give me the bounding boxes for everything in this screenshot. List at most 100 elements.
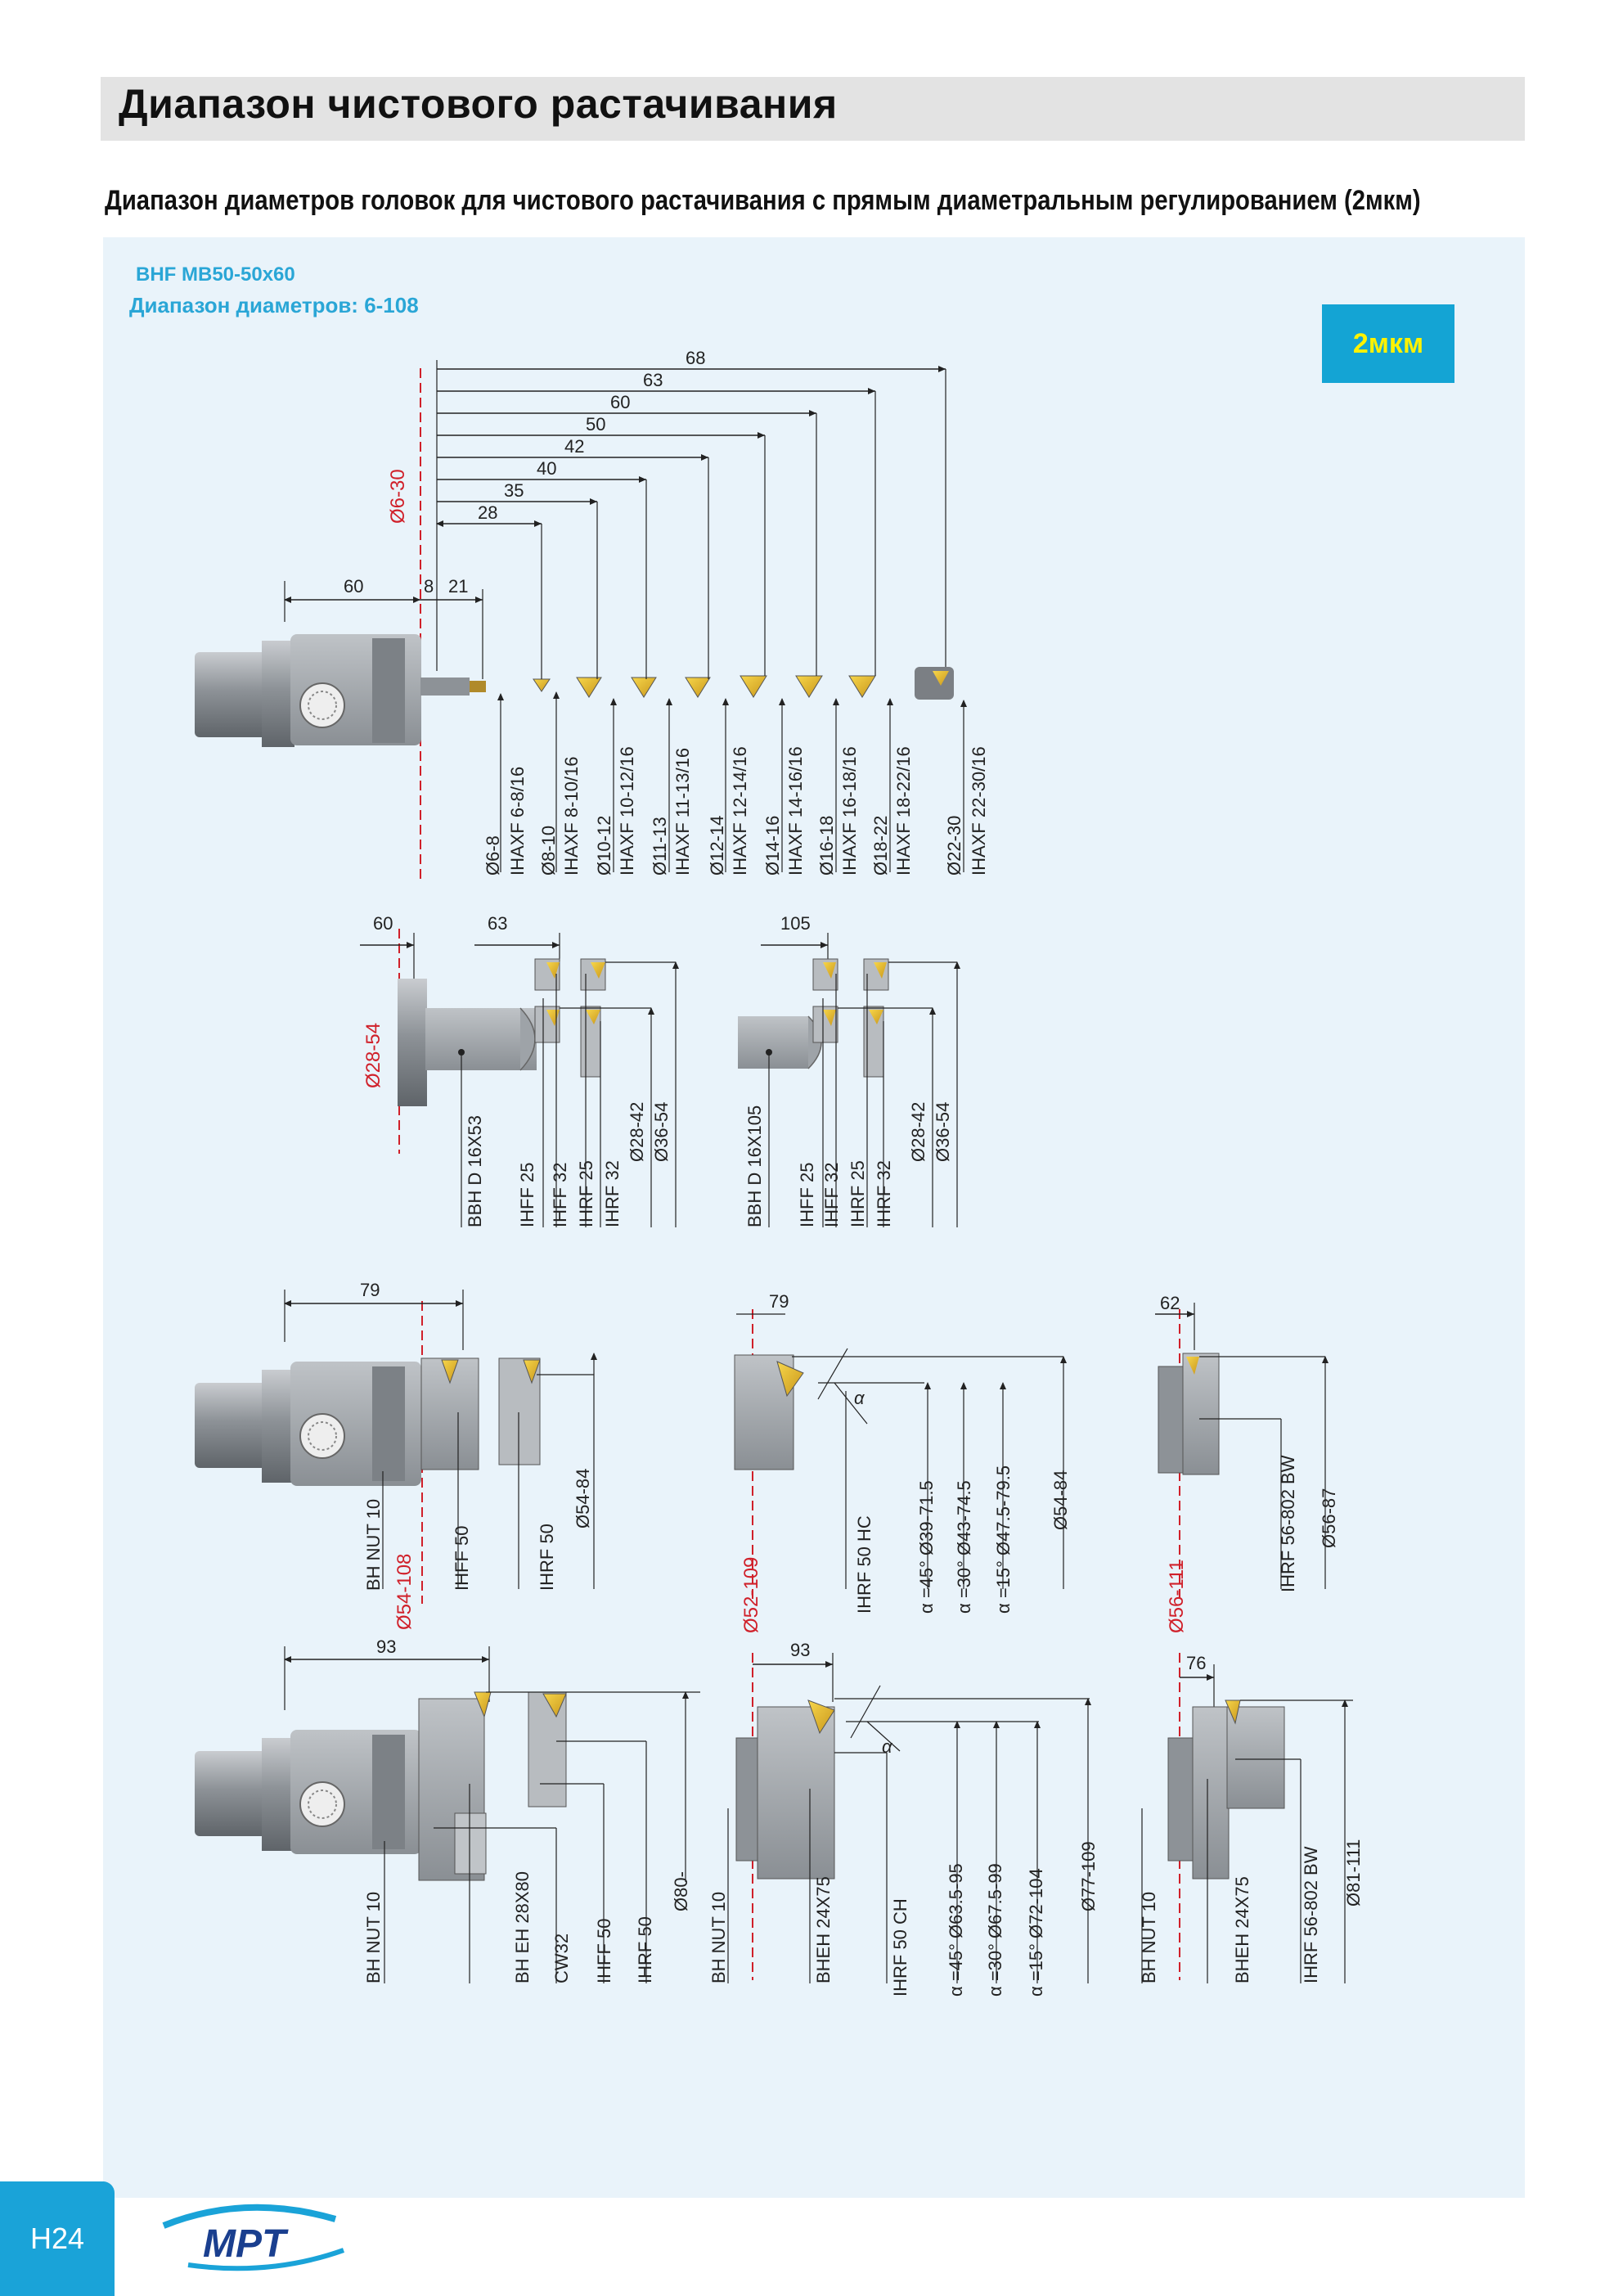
section3-text: 79 Ø54-108 BH NUT 10 IHFF 50 IHRF 50 Ø54… bbox=[360, 1280, 1339, 1633]
s2-label: Ø36-54 bbox=[933, 1102, 953, 1162]
s2-label: BBH D 16X53 bbox=[465, 1115, 485, 1227]
s2-label: BBH D 16X105 bbox=[744, 1105, 765, 1227]
s1-dim: 35 bbox=[504, 480, 524, 501]
s3b-range: Ø52-109 bbox=[740, 1557, 762, 1633]
logo-text: MPT bbox=[203, 2222, 289, 2266]
s1-label: IHAXF 12-14/16 bbox=[730, 746, 750, 876]
s2-label: IHFF 25 bbox=[797, 1163, 817, 1227]
section2-text: Ø28-54 60 63 105 BBH D 16X53 IHFF 25 IHF… bbox=[362, 913, 953, 1227]
s2-label: IHRF 25 bbox=[847, 1160, 868, 1227]
s2-range: Ø28-54 bbox=[362, 1023, 384, 1088]
s1-dim: 28 bbox=[478, 502, 497, 523]
header-bar bbox=[101, 77, 1525, 141]
s4c-dim: 76 bbox=[1186, 1653, 1206, 1673]
s1-label: IHAXF 14-16/16 bbox=[785, 746, 806, 876]
section1-geometry bbox=[195, 360, 967, 884]
s4b-label: α =30° Ø67.5-99 bbox=[985, 1863, 1005, 1997]
s3b-dim: 79 bbox=[769, 1291, 789, 1312]
s4b-label: IHRF 50 CH bbox=[890, 1898, 910, 1997]
s4a-dim: 93 bbox=[376, 1636, 396, 1657]
s4b-label: Ø77-109 bbox=[1078, 1841, 1099, 1911]
s1-label: IHAXF 18-22/16 bbox=[893, 746, 914, 876]
s1-dim: 63 bbox=[643, 370, 663, 390]
s1-label: IHAXF 22-30/16 bbox=[969, 746, 989, 876]
s4a-label: Ø80- bbox=[671, 1871, 691, 1911]
s1-label: IHAXF 10-12/16 bbox=[617, 746, 637, 876]
s3a-range: Ø54-108 bbox=[393, 1554, 416, 1630]
s2-label: Ø36-54 bbox=[651, 1102, 672, 1162]
s2-label: IHRF 32 bbox=[602, 1160, 623, 1227]
s1-dim: 60 bbox=[344, 576, 363, 597]
s4b-label: BH NUT 10 bbox=[708, 1892, 729, 1983]
s1-label: Ø14-16 bbox=[762, 816, 783, 876]
set-name: BHF MB50-50x60 bbox=[136, 263, 295, 286]
s3b-label: α =30° Ø43-74.5 bbox=[954, 1480, 974, 1614]
section4-text: 93 BH NUT 10 BH EH 28X80 CW32 IHFF 50 IH… bbox=[363, 1636, 1364, 1997]
s1-label: Ø16-18 bbox=[816, 816, 837, 876]
s2-dim: 105 bbox=[780, 913, 811, 934]
s1-label: Ø8-10 bbox=[538, 826, 559, 876]
s2-label: Ø28-42 bbox=[627, 1102, 647, 1162]
s1-label: Ø10-12 bbox=[594, 816, 614, 876]
s4a-label: IHRF 50 bbox=[635, 1916, 655, 1983]
page-subtitle: Диапазон диаметров головок для чистового… bbox=[105, 185, 1421, 216]
s3c-dim: 62 bbox=[1160, 1293, 1180, 1313]
s1-dim: 21 bbox=[448, 576, 468, 597]
s3a-label: BH NUT 10 bbox=[363, 1499, 384, 1591]
s1-label: IHAXF 6-8/16 bbox=[507, 767, 528, 876]
s3c-label: IHRF 56-802 BW bbox=[1278, 1455, 1298, 1592]
s2-label: Ø28-42 bbox=[908, 1102, 928, 1162]
s4a-label: BH NUT 10 bbox=[363, 1892, 384, 1983]
s2-label: IHRF 32 bbox=[874, 1160, 894, 1227]
s4b-label: α =15° Ø72-104 bbox=[1026, 1868, 1046, 1997]
s1-dim: 40 bbox=[537, 458, 556, 479]
s3b-label: α =45° Ø39-71.5 bbox=[916, 1480, 937, 1614]
s4c-label: IHRF 56-802 BW bbox=[1301, 1846, 1321, 1983]
s3b-label: Ø54-84 bbox=[1050, 1470, 1071, 1530]
s3a-label: IHFF 50 bbox=[452, 1526, 472, 1591]
s4b-label: α =45° Ø63.5-95 bbox=[946, 1863, 966, 1997]
set-range: Диапазон диаметров: 6-108 bbox=[129, 293, 419, 317]
s1-dim: 68 bbox=[686, 348, 705, 368]
s4a-label: IHFF 50 bbox=[594, 1919, 614, 1983]
s4a-label: CW32 bbox=[551, 1934, 572, 1983]
s1-label: Ø22-30 bbox=[944, 816, 964, 876]
s1-label: IHAXF 16-18/16 bbox=[839, 746, 860, 876]
s1-label: Ø6-8 bbox=[483, 835, 503, 876]
s1-label: IHAXF 8-10/16 bbox=[561, 756, 582, 876]
page-title: Диапазон чистового растачивания bbox=[119, 81, 838, 127]
s4c-label: BHEH 24X75 bbox=[1232, 1876, 1252, 1983]
s1-label: IHAXF 11-13/16 bbox=[672, 748, 693, 876]
s1-dim: 50 bbox=[586, 414, 605, 434]
s1-dim: 60 bbox=[610, 392, 630, 412]
s3b-label: IHRF 50 HC bbox=[854, 1515, 874, 1614]
s2-label: IHFF 32 bbox=[821, 1163, 842, 1227]
s3b-label: α =15° Ø47.5-79.5 bbox=[993, 1465, 1014, 1614]
section3-geometry bbox=[195, 1290, 1329, 1604]
s1-label: Ø12-14 bbox=[707, 816, 727, 876]
s4b-dim: 93 bbox=[790, 1640, 810, 1660]
s2-dim: 60 bbox=[373, 913, 393, 934]
s3a-label: Ø54-84 bbox=[573, 1469, 593, 1528]
s2-label: IHFF 32 bbox=[550, 1163, 570, 1227]
section4-geometry bbox=[195, 1646, 1353, 1983]
s2-label: IHRF 25 bbox=[576, 1160, 596, 1227]
s1-label: Ø18-22 bbox=[870, 816, 891, 876]
s3c-label: Ø56-87 bbox=[1319, 1488, 1339, 1548]
s1-dim: 42 bbox=[564, 436, 584, 457]
s4b-alpha: α bbox=[882, 1736, 893, 1757]
s4b-label: BHEH 24X75 bbox=[813, 1876, 834, 1983]
s1-dim: 8 bbox=[424, 576, 434, 597]
s3a-label: IHRF 50 bbox=[537, 1524, 557, 1591]
section1-text: Ø6-30 60 8 21 28 35 40 42 50 60 63 68 Ø6… bbox=[344, 348, 989, 876]
s2-dim: 63 bbox=[488, 913, 507, 934]
section2-geometry bbox=[360, 929, 960, 1227]
s2-label: IHFF 25 bbox=[517, 1163, 537, 1227]
s3c-range: Ø56-111 bbox=[1166, 1560, 1188, 1633]
mpt-logo: MPT bbox=[162, 2204, 345, 2271]
s4a-label: BH EH 28X80 bbox=[512, 1871, 533, 1983]
s1-range: Ø6-30 bbox=[387, 469, 409, 524]
s3b-alpha: α bbox=[854, 1388, 865, 1408]
s3a-dim: 79 bbox=[360, 1280, 380, 1300]
